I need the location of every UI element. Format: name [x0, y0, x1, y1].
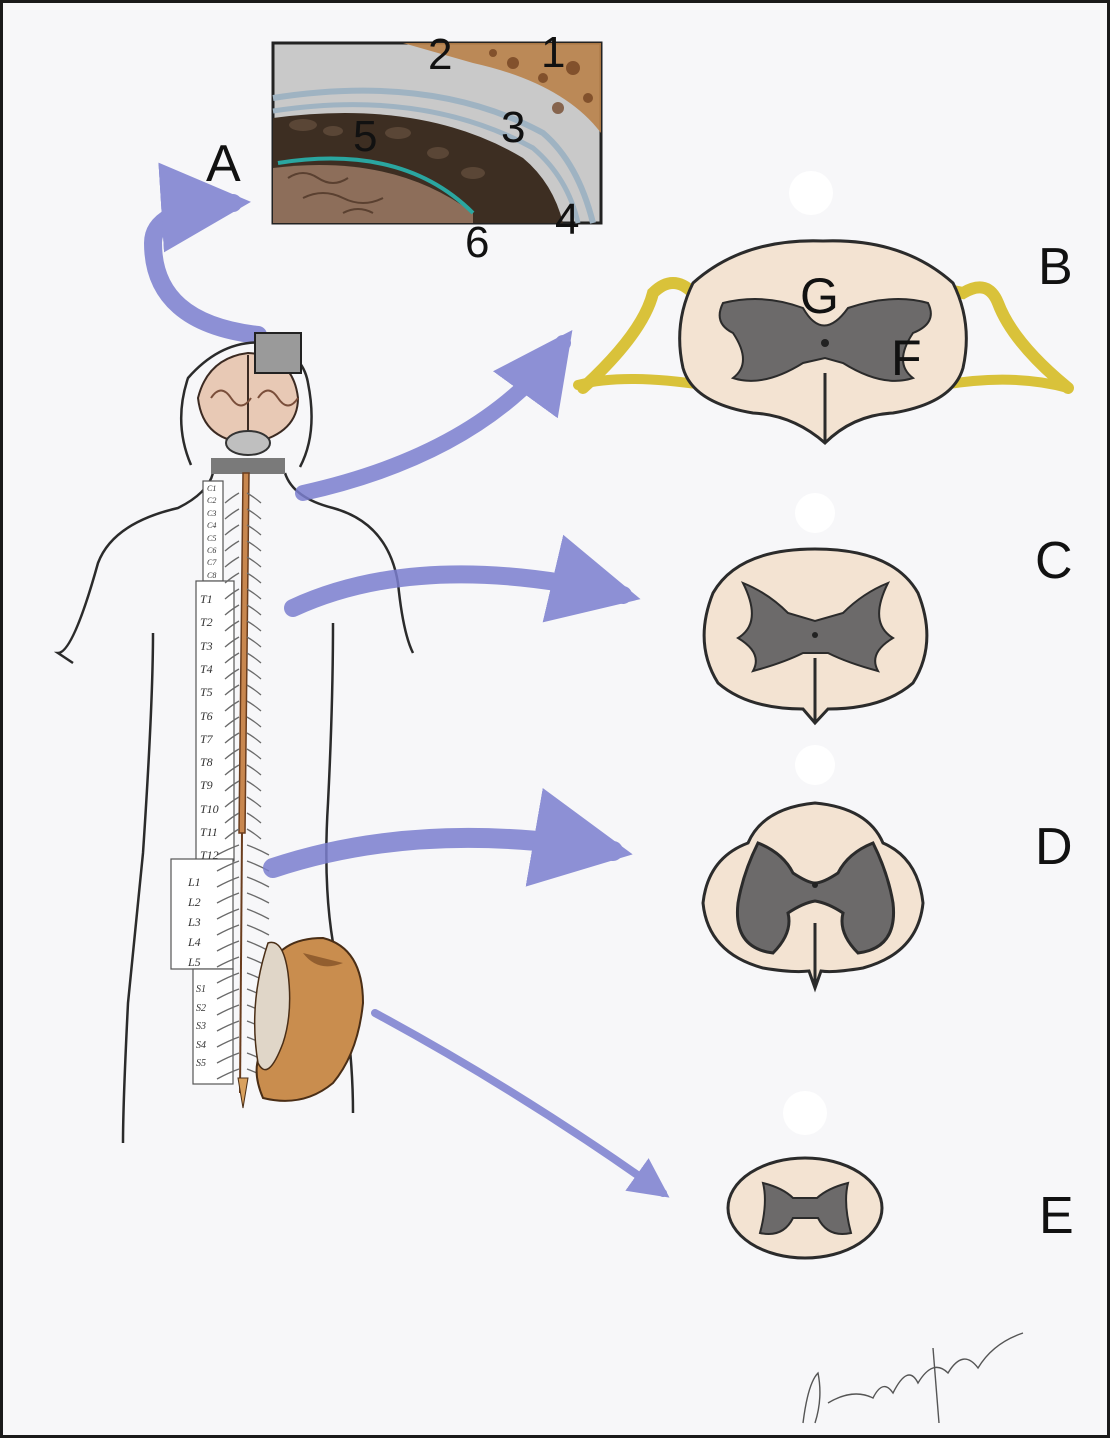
inset-source-box: [255, 333, 301, 373]
inset-label-5: 5: [353, 115, 377, 159]
vertebra-label-l5: L5: [188, 956, 201, 968]
spinal-nerve-root: [247, 541, 261, 551]
spinal-nerve-root: [247, 685, 261, 695]
label-g-dorsal-horn: G: [800, 271, 839, 321]
spinal-nerve-root: [247, 781, 261, 791]
vertebra-label-l2: L2: [188, 896, 201, 908]
vertebra-label-c5: C5: [207, 535, 216, 543]
vertebra-label-t8: T8: [200, 756, 213, 768]
spinal-nerve-root: [247, 765, 261, 775]
vertebra-label-c6: C6: [207, 547, 216, 555]
spinal-nerve-root: [247, 749, 261, 759]
spinal-nerve-root: [247, 573, 261, 583]
spinal-nerve-root: [247, 893, 269, 903]
vertebra-label-t11: T11: [200, 826, 218, 838]
vertebra-label-l4: L4: [188, 936, 201, 948]
vertebra-label-t9: T9: [200, 779, 213, 791]
cross-section-d: [703, 745, 923, 988]
arrow-to-b: [303, 343, 563, 493]
spinal-nerve-root: [247, 669, 261, 679]
spinal-nerve-root: [247, 733, 261, 743]
spinal-nerve-root: [247, 717, 261, 727]
spinal-nerve-root: [225, 541, 239, 551]
spinal-nerve-root: [247, 605, 261, 615]
vertebra-label-l1: L1: [188, 876, 201, 888]
label-c: C: [1035, 535, 1073, 587]
inset-label-1: 1: [541, 31, 565, 75]
spinal-nerve-root: [247, 909, 269, 919]
vertebra-label-t3: T3: [200, 640, 213, 652]
spinal-nerve-root: [247, 653, 261, 663]
spinal-nerve-root: [247, 925, 269, 935]
vertebra-label-s3: S3: [196, 1022, 206, 1032]
cross-section-c: [704, 493, 927, 723]
spinal-nerve-root: [225, 509, 239, 519]
inset-label-6: 6: [465, 221, 489, 265]
vertebra-label-c2: C2: [207, 497, 216, 505]
vertebra-label-c7: C7: [207, 559, 216, 567]
vertebra-label-t12: T12: [200, 849, 219, 861]
arrow-to-c: [293, 574, 623, 608]
vertebra-label-s4: S4: [196, 1041, 206, 1051]
label-f-ventral-horn: F: [891, 333, 922, 383]
spinal-nerve-root: [247, 621, 261, 631]
pelvis: [238, 938, 363, 1108]
vertebra-label-t6: T6: [200, 710, 213, 722]
vertebra-label-c8: C8: [207, 572, 216, 580]
vertebra-label-c3: C3: [207, 510, 216, 518]
spinal-nerve-root: [247, 829, 261, 839]
vertebra-label-t7: T7: [200, 733, 213, 745]
artist-signature: [803, 1333, 1023, 1423]
vertebra-label-t4: T4: [200, 663, 213, 675]
arrow-to-e: [375, 1013, 663, 1193]
arrow-to-a: [153, 203, 258, 335]
label-b: B: [1038, 241, 1073, 293]
spinal-nerve-root: [225, 557, 239, 567]
vertebra-label-t1: T1: [200, 593, 213, 605]
cross-section-e: [728, 1091, 882, 1258]
label-a: A: [206, 138, 241, 190]
vertebra-label-c1: C1: [207, 485, 216, 493]
vertebra-label-t5: T5: [200, 686, 213, 698]
spinal-nerve-root: [247, 797, 261, 807]
vertebra-label-s1: S1: [196, 985, 206, 995]
label-e: E: [1039, 1190, 1074, 1242]
arrow-to-d: [273, 838, 613, 868]
vertebra-label-c4: C4: [207, 522, 216, 530]
spinal-nerve-root: [247, 701, 261, 711]
vertebra-label-t2: T2: [200, 616, 213, 628]
spinal-nerve-root: [247, 845, 269, 855]
spinal-nerve-root: [247, 813, 261, 823]
inset-label-2: 2: [428, 33, 452, 77]
spinal-nerve-root: [225, 525, 239, 535]
spinal-nerve-root: [247, 877, 269, 887]
spinal-nerve-root: [247, 557, 261, 567]
vertebra-label-t10: T10: [200, 803, 219, 815]
brain: [198, 333, 301, 474]
label-d: D: [1035, 821, 1073, 873]
vertebra-label-s2: S2: [196, 1004, 206, 1014]
vertebra-label-s5: S5: [196, 1059, 206, 1069]
spinal-nerve-root: [247, 637, 261, 647]
spinal-nerve-root: [225, 493, 239, 503]
inset-label-3: 3: [501, 106, 525, 150]
vertebra-label-l3: L3: [188, 916, 201, 928]
inset-label-4: 4: [555, 198, 579, 242]
spinal-nerve-root: [247, 589, 261, 599]
